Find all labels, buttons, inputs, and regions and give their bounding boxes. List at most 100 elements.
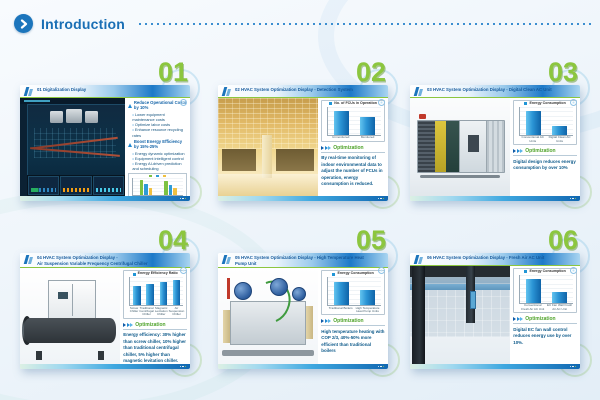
gear-icon: [180, 99, 187, 106]
benefits-panel: Reduce Operational Costs by 10% Lower eq…: [125, 98, 190, 196]
chart-category-label: Conventional AC Units: [521, 135, 544, 143]
chart-bar: [164, 180, 168, 196]
chart-bar: [133, 285, 141, 306]
slide-description: Energy efficiency: 30% higher than screw…: [123, 332, 187, 363]
info-panel: Energy Consumption Conventional Fresh Ai…: [510, 266, 580, 364]
heat-pump-body: [230, 300, 307, 345]
chevrons-icon: [513, 149, 517, 154]
chart-bar: [144, 184, 148, 196]
chevrons-icon: [126, 322, 130, 327]
centrifugal-chiller-render: [20, 268, 121, 364]
chart-category-label: Magnetic Levitation Chiller: [154, 305, 168, 317]
ac-unit-render: [410, 98, 511, 196]
chevrons-icon: [520, 317, 524, 322]
chart-bar: [172, 280, 181, 306]
chart-bar: [159, 282, 167, 306]
control-display: [470, 291, 477, 310]
chevron-right-icon: [14, 14, 33, 33]
plant-room-photo: [218, 98, 319, 196]
chart-bar: [173, 188, 177, 196]
legend-swatch: [524, 270, 528, 274]
red-valve: [227, 277, 231, 299]
benefit-heading: Reduce Operational Costs by 10%: [128, 100, 187, 111]
chart-bar: [360, 117, 376, 135]
cabinet-row: [276, 148, 315, 171]
chevrons-icon: [513, 317, 517, 322]
chart-bar: [139, 179, 144, 196]
optimization-label: Optimization: [333, 318, 364, 325]
slide-thumbnail-06[interactable]: 06 06 HVAC System Optimization Display -…: [410, 227, 592, 377]
slide-title-bar: 02 HVAC System Optimization Display - De…: [218, 85, 388, 98]
slide-title-bar: 01 Digitalization Display: [20, 85, 190, 98]
dashboard-toolbar: [20, 104, 28, 196]
chevrons-icon: [520, 149, 524, 154]
heat-pump-render: [218, 268, 319, 364]
slide-description: Digital design reduces energy consumptio…: [513, 158, 576, 171]
slide-number: 03: [547, 57, 578, 87]
optimization-label: Optimization: [525, 148, 556, 155]
motor-graphic: [292, 287, 307, 302]
duct-band: [410, 283, 511, 291]
benefit-list: Energy dynamic optimization Equipment in…: [132, 151, 187, 172]
chart-bar: [552, 292, 568, 303]
dotted-divider: [139, 22, 592, 25]
dark-pillar: [412, 266, 426, 364]
chart-category-label: Digital Clean AC Units: [548, 135, 571, 143]
slide-thumbnail-05[interactable]: 05 05 HVAC System Optimization Display -…: [218, 227, 400, 377]
slide-number: 02: [355, 57, 386, 87]
legend-swatch: [524, 102, 528, 106]
company-logo-icon: [23, 255, 34, 264]
floor-reflection: [218, 174, 319, 196]
chart-category-label: EC Fan Wall Fresh Air AC Unit: [546, 303, 573, 311]
slide-footer-bar: [410, 196, 580, 201]
chevrons-icon: [328, 145, 332, 150]
unit-base: [420, 175, 501, 179]
slide-title: 04 HVAC System Optimization Display - Ai…: [37, 255, 148, 266]
slide-title-bar: 04 HVAC System Optimization Display - Ai…: [20, 253, 190, 269]
slide-thumbnail-04[interactable]: 04 04 HVAC System Optimization Display -…: [20, 227, 202, 377]
panel-wall-grid: [410, 283, 511, 337]
legend-label: Energy Consumption: [337, 271, 374, 276]
gear-icon: [180, 267, 187, 274]
slide-thumbnail-01[interactable]: 01 01 Digitalization Display: [20, 59, 202, 209]
slide-footer-bar: [410, 364, 580, 369]
bar-chart: Energy Consumption Conventional AC Units…: [513, 100, 577, 146]
gear-icon: [570, 267, 577, 274]
bar-chart: Energy Consumption Conventional Fresh Ai…: [513, 268, 577, 314]
company-logo-icon: [221, 255, 232, 264]
slide-thumbnail-02[interactable]: 02 02 HVAC System Optimization Display -…: [218, 59, 400, 209]
slide-title: 03 HVAC System Optimization Display - Di…: [427, 87, 552, 92]
chart-category-label: Air Suspension Chiller: [168, 305, 185, 317]
motor-graphic: [234, 281, 253, 300]
chart-plot: Conventional AC Units Digital Clean AC Un…: [515, 106, 575, 143]
ahu-body: [417, 119, 506, 173]
slide-thumbnail-03[interactable]: 03 03 HVAC System Optimization Display -…: [410, 59, 592, 209]
optimization-label: Optimization: [333, 144, 364, 151]
chevrons-icon: [324, 319, 328, 324]
legend-swatch: [163, 174, 167, 178]
info-panel: Energy Consumption Conventional AC Units…: [510, 98, 580, 196]
optimization-row: Optimization: [321, 318, 385, 327]
slide-title: 06 HVAC System Optimization Display - Fr…: [427, 255, 545, 260]
gear-icon: [378, 99, 385, 106]
slide-footer-bar: [20, 364, 190, 369]
chart-category-label: Monitored: [360, 135, 375, 140]
dashboard-widgets: [27, 175, 126, 196]
chart-category-label: Traditional Boilers: [328, 305, 353, 310]
slide-number: 05: [355, 225, 386, 255]
chevrons-icon: [516, 317, 520, 322]
benefit-heading: Boost Energy Efficiency by 15%-25%: [128, 139, 187, 150]
slide-number: 01: [157, 57, 188, 87]
chart-bar: [526, 278, 541, 303]
chiller-leg: [98, 350, 105, 361]
legend-label: Energy Consumption: [529, 269, 566, 273]
legend-label: No. of FCUs in Operation: [334, 101, 377, 105]
